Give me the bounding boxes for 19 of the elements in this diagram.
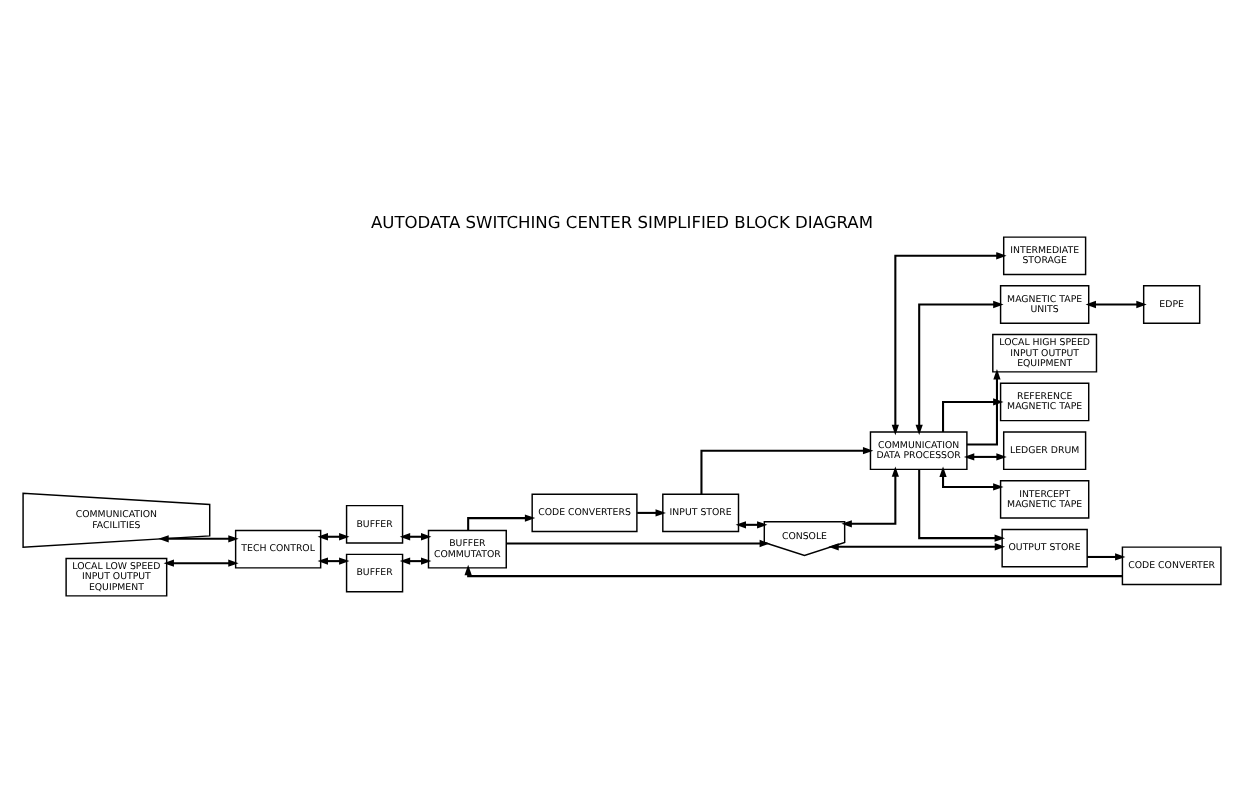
arrow (942, 397, 1004, 431)
arrow (467, 513, 536, 530)
arrow (1087, 552, 1126, 560)
arrow (841, 465, 899, 527)
arrow (963, 452, 1007, 460)
arrow (700, 446, 874, 494)
arrow (158, 534, 239, 542)
arrow (163, 558, 239, 566)
arrow (464, 563, 1123, 577)
arrow (966, 368, 1001, 445)
arrow (506, 538, 770, 547)
arrow (1085, 299, 1147, 308)
diagram-title: AUTODATA SWITCHING CENTER SIMPLIFIED BLOCK DIAGRAM (371, 210, 874, 231)
arrow (939, 465, 1004, 490)
arrow (918, 468, 1005, 541)
arrow (828, 542, 1006, 550)
arrow (891, 251, 1007, 435)
arrow (915, 299, 1004, 435)
arrow (637, 508, 666, 516)
